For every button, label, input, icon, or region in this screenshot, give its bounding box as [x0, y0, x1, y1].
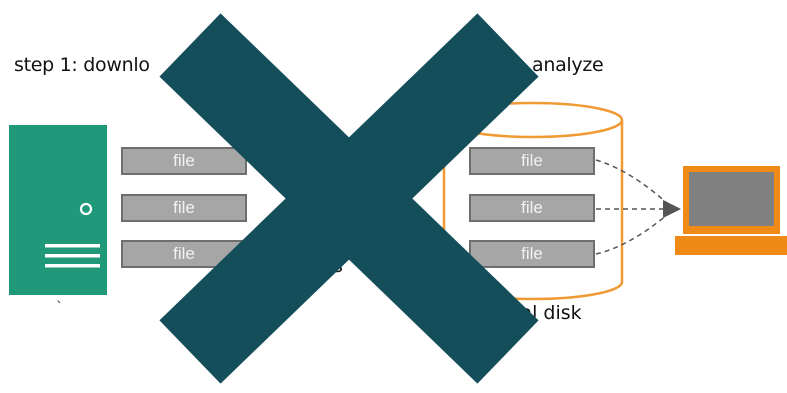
stray-mark: ` [56, 300, 63, 316]
laptop-icon [675, 166, 787, 255]
file-right-2: file [469, 194, 595, 222]
file-right-3: file [469, 240, 595, 268]
step-1-label: step 1: downlo [14, 54, 150, 76]
server-icon [9, 125, 107, 295]
file-left-2: file [121, 194, 247, 222]
file-left-1: file [121, 147, 247, 175]
transfer-arrows [595, 159, 669, 255]
arrowhead [663, 200, 681, 218]
step-analyze-label: analyze [532, 54, 604, 76]
file-right-1: file [469, 147, 595, 175]
